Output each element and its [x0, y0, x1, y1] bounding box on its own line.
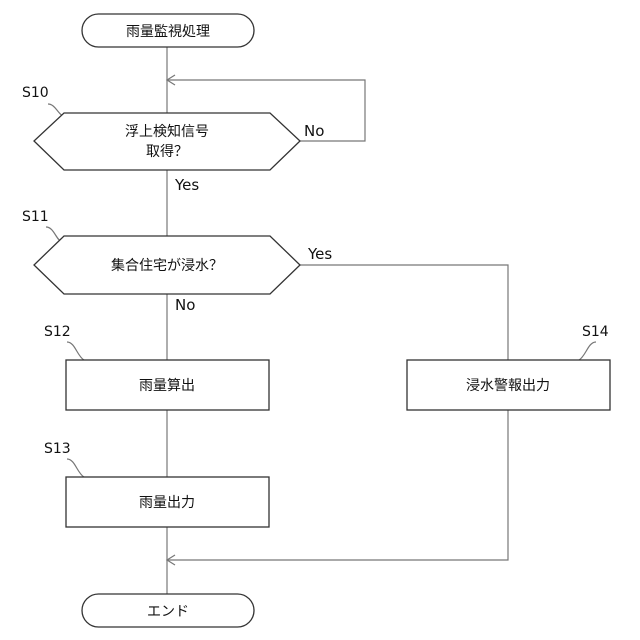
leader-s13	[67, 459, 84, 477]
decision-s11-label: 集合住宅が浸水？	[111, 257, 223, 274]
start-terminal-label: 雨量監視処理	[126, 23, 210, 40]
end-terminal-label: エンド	[147, 604, 189, 620]
decision-s10	[34, 113, 300, 170]
branch-s11-no: No	[175, 296, 195, 314]
step-label-s10: S10	[22, 85, 49, 101]
branch-s10-yes: Yes	[174, 176, 199, 194]
process-s12-label: 雨量算出	[139, 378, 195, 394]
decision-s10-label-line1: 浮上検知信号	[125, 123, 209, 140]
step-label-s13: S13	[44, 441, 71, 457]
leader-s14	[579, 342, 596, 360]
connector-s11-yes-s14	[300, 265, 508, 360]
decision-s10-label-line2: 取得？	[146, 143, 188, 160]
branch-s10-no: No	[304, 122, 324, 140]
process-s14-label: 浸水警報出力	[466, 378, 550, 394]
step-label-s11: S11	[22, 209, 49, 225]
leader-s12	[67, 342, 84, 360]
step-label-s14: S14	[582, 324, 609, 340]
step-label-s12: S12	[44, 324, 71, 340]
process-s13-label: 雨量出力	[139, 495, 195, 511]
branch-s11-yes: Yes	[307, 245, 332, 263]
